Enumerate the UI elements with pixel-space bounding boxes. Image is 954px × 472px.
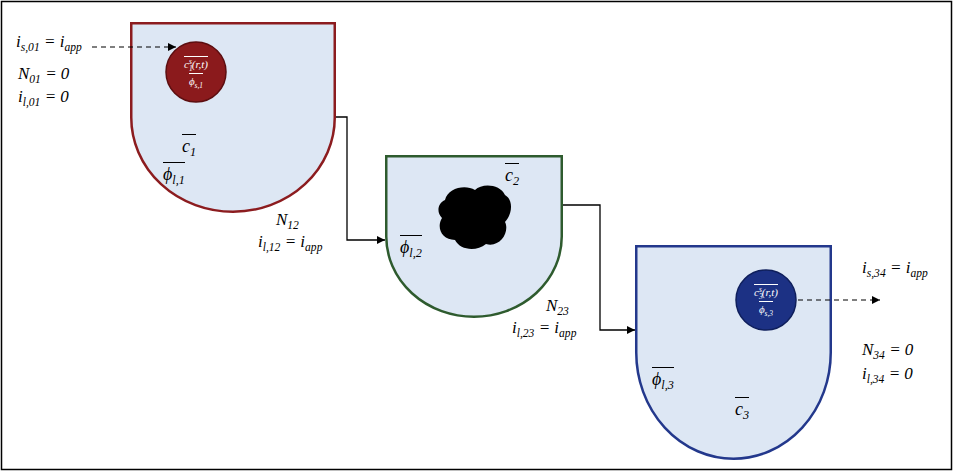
text-run: = i — [40, 32, 65, 51]
current-label: il,23 = iapp — [512, 318, 576, 338]
domain-fill — [636, 246, 831, 458]
text-run: l,01 — [23, 96, 41, 109]
text-run: app — [64, 41, 81, 54]
text-run: = 0 — [884, 364, 912, 383]
particle-variable: ϕs,1 — [189, 73, 203, 88]
text-run: i — [512, 318, 517, 337]
flux-label: N12 — [276, 210, 299, 230]
text-run: 01 — [29, 73, 41, 86]
domain-variable: ϕl,2 — [400, 235, 422, 259]
flux-label: N23 — [546, 296, 569, 316]
domain-variable: c2 — [505, 163, 519, 187]
text-run: 3 — [743, 408, 749, 422]
text-run: l,1 — [172, 173, 185, 187]
particle-fill — [166, 42, 226, 102]
text-run: i — [862, 364, 867, 383]
particle-variable: c1s(r,t) — [184, 56, 208, 71]
text-run: = i — [886, 258, 911, 277]
text-run: N — [862, 340, 873, 359]
text-run: l,34 — [867, 373, 885, 386]
text-run: s,3 — [765, 308, 774, 317]
boundary-flux: N01 = 0 — [18, 64, 69, 84]
text-run: ϕ — [652, 369, 661, 389]
current-in-arrow — [92, 46, 176, 47]
text-run: ϕ — [759, 303, 765, 315]
text-run: 23 — [557, 305, 569, 318]
current-out-arrow — [798, 299, 880, 300]
text-run: 12 — [287, 219, 299, 232]
text-run: app — [910, 267, 927, 280]
boundary-current: il,34 = 0 — [862, 364, 913, 384]
text-run: l,2 — [409, 246, 422, 260]
text-run: app — [559, 327, 576, 340]
text-run: N — [546, 296, 557, 315]
particle-variable: ϕs,3 — [759, 301, 773, 316]
text-run: i — [18, 87, 23, 106]
flux-connector — [563, 205, 635, 330]
domain-fill — [131, 23, 335, 212]
text-run: s — [189, 57, 192, 66]
text-run: c — [505, 165, 513, 185]
text-run: 2 — [513, 174, 519, 188]
text-run: i — [862, 258, 867, 277]
text-run: l,12 — [263, 241, 281, 254]
boundary-current: is,34 = iapp — [862, 258, 928, 278]
text-run: i — [16, 32, 21, 51]
particle-fill — [736, 270, 796, 330]
text-run: 1 — [190, 145, 196, 159]
text-run: ϕ — [400, 237, 409, 257]
boundary-current: is,01 = iapp — [16, 32, 82, 52]
particle-variable: c3s(r,t) — [754, 284, 778, 299]
text-run: = 0 — [40, 87, 68, 106]
text-run: c — [754, 286, 759, 298]
flux-connector — [336, 117, 385, 240]
text-run: s,34 — [867, 267, 886, 280]
text-run: = 0 — [885, 340, 913, 359]
domain-variable: ϕl,3 — [652, 367, 674, 391]
text-run: app — [305, 241, 322, 254]
text-run: = i — [280, 232, 305, 251]
text-run: N — [18, 64, 29, 83]
current-label: il,12 = iapp — [258, 232, 322, 252]
text-run: ϕ — [189, 75, 195, 87]
text-run: l,23 — [517, 327, 535, 340]
text-run: 34 — [873, 349, 885, 362]
text-run: s,01 — [21, 41, 40, 54]
boundary-current: il,01 = 0 — [18, 87, 69, 107]
active-particle: c3s(r,t) ϕs,3 — [735, 269, 797, 331]
text-run: s,1 — [195, 80, 204, 89]
text-run: l,3 — [661, 378, 674, 392]
text-run: (r,t) — [192, 58, 208, 70]
electrode-domain: c1s(r,t)ϕs,1c1ϕl,1 — [130, 22, 336, 213]
text-run: = i — [534, 318, 559, 337]
domain-fill — [386, 156, 562, 317]
text-run: s — [759, 285, 762, 294]
text-run: c — [182, 136, 190, 156]
domain-outline — [635, 245, 832, 460]
domain-variable: ϕl,1 — [163, 162, 185, 186]
active-particle: c1s(r,t) ϕs,1 — [165, 41, 227, 103]
text-run: N — [276, 210, 287, 229]
text-run: c — [184, 58, 189, 70]
separator-particle — [438, 186, 511, 249]
text-run: i — [258, 232, 263, 251]
text-run: ϕ — [163, 164, 172, 184]
text-run: c — [735, 399, 743, 419]
text-run: (r,t) — [762, 286, 778, 298]
boundary-flux: N34 = 0 — [862, 340, 913, 360]
domain-outline — [130, 22, 336, 213]
electrode-domain: c3s(r,t)ϕs,3ϕl,3c3 — [635, 245, 832, 460]
domain-variable: c1 — [182, 134, 196, 158]
domain-variable: c3 — [735, 397, 749, 421]
text-run: = 0 — [41, 64, 69, 83]
